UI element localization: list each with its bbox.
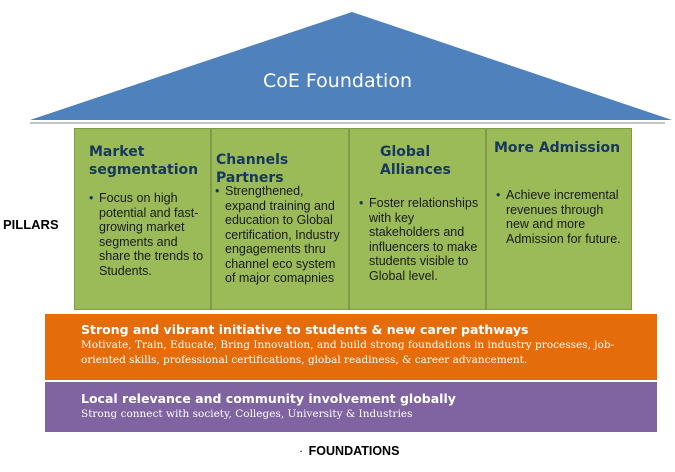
pillar-text: • Focus on high potential and fast-growi… bbox=[89, 191, 207, 278]
pillar-text-content: Strengthened, expand training and educat… bbox=[225, 184, 340, 285]
foundation-title: Local relevance and community involvemen… bbox=[81, 391, 456, 406]
pillar-text: • Foster relationships with key stakehol… bbox=[359, 196, 481, 283]
pillar-text-content: Achieve incremental revenues through new… bbox=[506, 188, 621, 246]
pillar-market-segmentation: Market segmentation • Focus on high pote… bbox=[74, 128, 211, 310]
bullet-icon: • bbox=[359, 196, 364, 210]
foundations-label-text: FOUNDATIONS bbox=[308, 444, 400, 458]
pillar-channels-partners: Channels Partners • Strengthened, expand… bbox=[211, 128, 349, 310]
foundations-label: · FOUNDATIONS bbox=[300, 444, 399, 458]
pillars-label: PILLARS bbox=[3, 217, 59, 232]
pillar-text: • Achieve incremental revenues through n… bbox=[496, 188, 624, 246]
roof-triangle bbox=[30, 12, 672, 120]
foundation-text: Motivate, Train, Educate, Bring Innovati… bbox=[81, 339, 615, 366]
pillar-global-alliances: Global Alliances • Foster relationships … bbox=[349, 128, 486, 310]
pillar-title: Global Alliances bbox=[380, 144, 451, 178]
roof bbox=[30, 12, 672, 124]
bullet-icon: • bbox=[215, 184, 220, 198]
pillar-more-admission: More Admission • Achieve incremental rev… bbox=[486, 128, 632, 310]
foundation-students-initiative: Strong and vibrant initiative to student… bbox=[45, 314, 657, 380]
pillar-title: Channels Partners bbox=[216, 152, 289, 186]
pillar-text: • Strengthened, expand training and educ… bbox=[215, 184, 347, 286]
pillar-title: Market segmentation bbox=[89, 144, 199, 178]
pillar-title: More Admission bbox=[494, 140, 621, 156]
pillar-text-content: Focus on high potential and fast-growing… bbox=[99, 191, 204, 278]
bullet-icon: • bbox=[89, 191, 94, 205]
foundation-text: Strong connect with society, Colleges, U… bbox=[81, 408, 413, 420]
dot-icon: · bbox=[300, 447, 303, 457]
roof-title: CoE Foundation bbox=[263, 70, 412, 92]
bullet-icon: • bbox=[496, 188, 501, 202]
pillar-text-content: Foster relationships with key stakeholde… bbox=[369, 196, 479, 283]
foundation-title: Strong and vibrant initiative to student… bbox=[81, 322, 529, 337]
foundation-community-involvement: Local relevance and community involvemen… bbox=[45, 382, 657, 432]
